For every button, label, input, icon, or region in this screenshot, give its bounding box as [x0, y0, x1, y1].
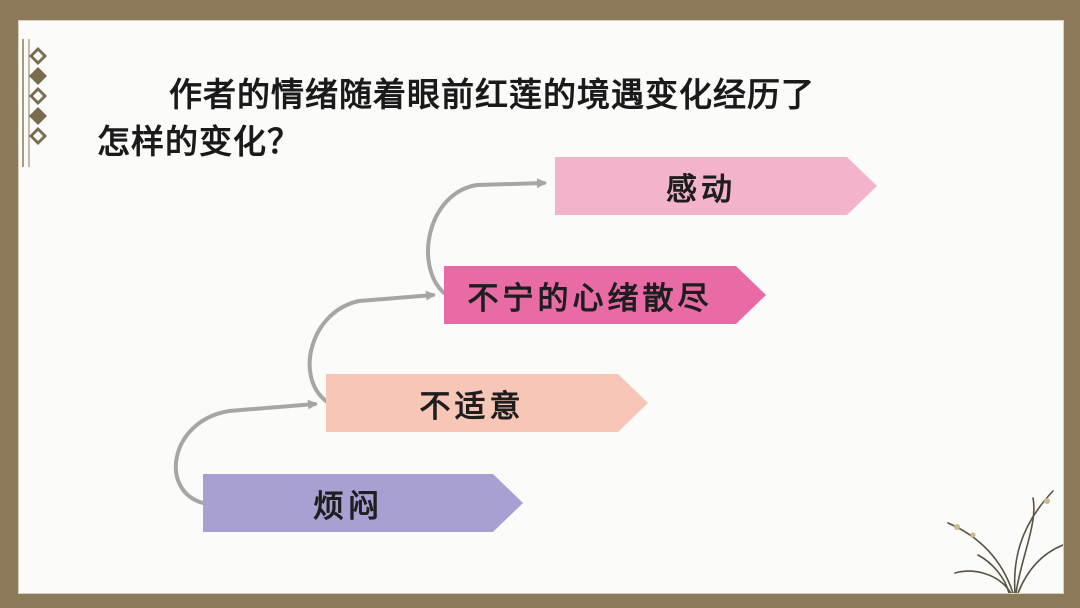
orchid-plant-icon [947, 490, 1063, 593]
emotion-step-label: 不适意 [419, 388, 525, 425]
question-text: 作者的情绪随着眼前红莲的境遇变化经历了 怎样的变化？ [97, 71, 997, 165]
emotion-step-4: 感动 [555, 157, 877, 215]
question-line-1: 作者的情绪随着眼前红莲的境遇变化经历了 [169, 75, 815, 114]
diamond-chain-icon [22, 39, 47, 167]
emotion-step-label: 感动 [666, 171, 736, 208]
emotion-step-1: 烦闷 [203, 474, 523, 532]
emotion-step-label: 不宁的心绪散尽 [467, 280, 713, 317]
emotion-step-2: 不适意 [326, 374, 648, 432]
emotion-step-label: 烦闷 [313, 488, 383, 525]
slide: 作者的情绪随着眼前红莲的境遇变化经历了 怎样的变化？ 烦闷 不适意 不宁的心绪散… [18, 20, 1064, 594]
question-line-2: 怎样的变化？ [97, 122, 301, 161]
emotion-step-3: 不宁的心绪散尽 [444, 266, 766, 324]
